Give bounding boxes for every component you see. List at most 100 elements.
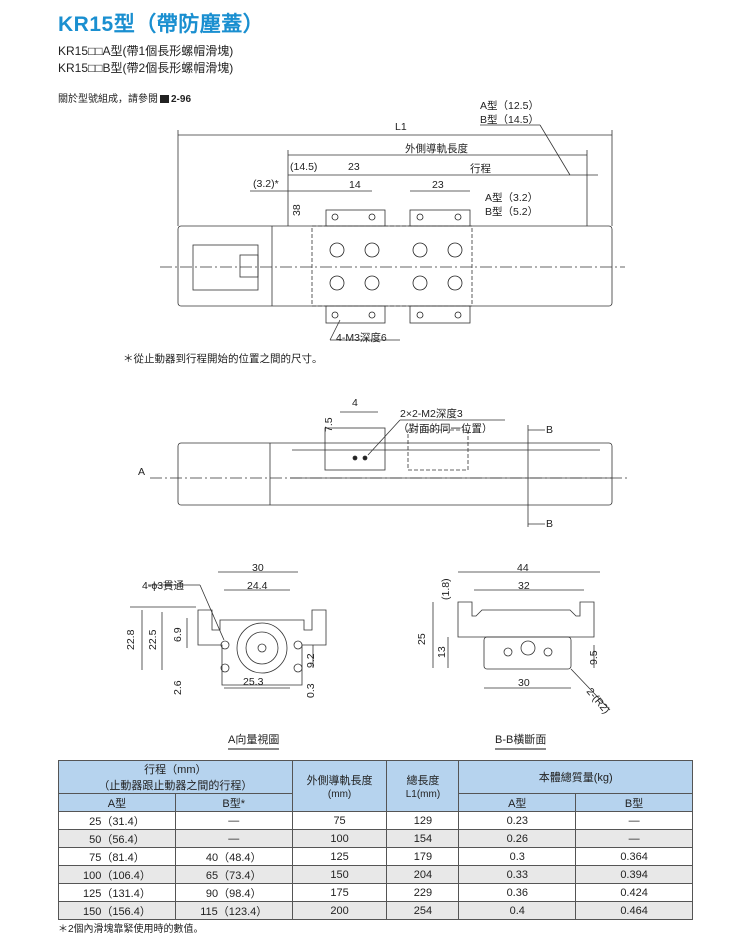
dim-23a: 23 xyxy=(348,161,360,173)
table-cell: 0.23 xyxy=(458,811,577,830)
dim-14-5: (14.5) xyxy=(290,161,318,173)
table-cell: 25（31.4） xyxy=(58,811,176,830)
a-dim-30: 30 xyxy=(252,562,264,574)
stroke-dim: 行程 xyxy=(470,163,491,175)
table-cell: 125（131.4） xyxy=(58,883,176,902)
table-cell: 50（56.4） xyxy=(58,829,176,848)
a-view-hole-label: 4-ϕ3貫通 xyxy=(142,580,185,592)
table-cell: — xyxy=(575,811,693,830)
dim-7-5: 7.5 xyxy=(323,417,335,432)
table-cell: 0.36 xyxy=(458,883,577,902)
a-dim-2-6: 2.6 xyxy=(172,680,184,695)
a-dim-22-5: 22.5 xyxy=(147,629,159,650)
bb-dim-13: 13 xyxy=(436,646,448,658)
table-cell: 75 xyxy=(291,811,388,830)
dim-38: 38 xyxy=(291,204,303,216)
a-dim-0-3: 0.3 xyxy=(305,683,317,698)
table-cell: — xyxy=(174,811,293,830)
side-view-drawing xyxy=(150,411,630,527)
header-stroke-a: A型 xyxy=(58,793,176,812)
table-cell: 150（156.4） xyxy=(58,901,176,920)
a-type-gap-dim: A型（3.2） xyxy=(485,192,539,204)
header-rail-length: 外側導軌長度(mm) xyxy=(291,760,388,812)
top-tap-label: 4-M3深度6 xyxy=(336,332,387,344)
table-cell: 75（81.4） xyxy=(58,847,176,866)
a-type-end-dim: A型（12.5） xyxy=(480,100,539,112)
header-mass-b: B型 xyxy=(575,793,693,812)
header-mass: 本體總質量(kg) xyxy=(458,760,693,794)
a-dim-9-2: 9.2 xyxy=(305,653,317,668)
bb-dim-44: 44 xyxy=(517,562,529,574)
b-type-end-dim: B型（14.5） xyxy=(480,114,539,126)
b-type-gap-dim: B型（5.2） xyxy=(485,206,539,218)
model-b-description: KR15□□B型(帶2個長形螺帽滑塊) xyxy=(58,61,234,75)
table-cell: 150 xyxy=(291,865,388,884)
table-cell: 125 xyxy=(291,847,388,866)
table-cell: 115（123.4） xyxy=(174,901,293,920)
bb-dim-1-8: (1.8) xyxy=(440,578,452,600)
header-stroke: 行程（mm）（止動器跟止動器之間的行程） xyxy=(58,760,293,794)
side-tap-note: （對面的同一位置） xyxy=(398,423,493,435)
top-view-drawing xyxy=(160,124,625,341)
header-mass-a: A型 xyxy=(458,793,577,812)
table-cell: 0.26 xyxy=(458,829,577,848)
table-cell: 0.33 xyxy=(458,865,577,884)
bb-section-caption: B-B橫斷面 xyxy=(495,731,547,750)
table-cell: 175 xyxy=(291,883,388,902)
dim-4: 4 xyxy=(352,397,358,409)
table-cell: 0.464 xyxy=(575,901,693,920)
side-tap-label: 2×2-M2深度3 xyxy=(400,408,463,420)
table-cell: 154 xyxy=(386,829,460,848)
a-dim-22-8: 22.8 xyxy=(125,629,137,650)
table-cell: 229 xyxy=(386,883,460,902)
page-title: KR15型（帶防塵蓋） xyxy=(58,13,265,36)
view-mark-a: A xyxy=(138,466,146,478)
model-a-description: KR15□□A型(帶1個長形螺帽滑塊) xyxy=(58,44,234,58)
table-cell: 65（73.4） xyxy=(174,865,293,884)
dim-3-2: (3.2)* xyxy=(253,178,279,190)
a-dim-24-4: 24.4 xyxy=(247,580,268,592)
table-cell: 90（98.4） xyxy=(174,883,293,902)
bb-dim-9-5: 9.5 xyxy=(588,650,600,665)
section-mark-top: B xyxy=(546,424,554,436)
table-cell: 200 xyxy=(291,901,388,920)
reference-text: 關於型號組成，請參閱 xyxy=(58,94,158,105)
table-cell: — xyxy=(575,829,693,848)
table-cell: 0.394 xyxy=(575,865,693,884)
table-cell: 179 xyxy=(386,847,460,866)
table-cell: 0.4 xyxy=(458,901,577,920)
bb-section-drawing xyxy=(432,571,611,711)
dim-23b: 23 xyxy=(432,179,444,191)
bb-dim-25: 25 xyxy=(416,633,428,645)
reference-note: 關於型號組成，請參閱 2-96 xyxy=(58,90,191,105)
table-cell: — xyxy=(174,829,293,848)
dim-14: 14 xyxy=(349,179,361,191)
table-cell: 254 xyxy=(386,901,460,920)
l1-dim: L1 xyxy=(395,121,407,133)
a-view-drawing xyxy=(130,571,327,689)
bb-dim-32: 32 xyxy=(518,580,530,592)
table-cell: 0.364 xyxy=(575,847,693,866)
reference-page-link[interactable]: 2-96 xyxy=(171,94,192,105)
table-cell: 204 xyxy=(386,865,460,884)
a-view-caption: A向量視圖 xyxy=(228,731,280,750)
table-cell: 129 xyxy=(386,811,460,830)
a-dim-6-9: 6.9 xyxy=(172,627,184,642)
table-cell: 100（106.4） xyxy=(58,865,176,884)
a-dim-25-3: 25.3 xyxy=(243,676,264,688)
table-cell: 100 xyxy=(291,829,388,848)
bb-dim-30: 30 xyxy=(518,677,530,689)
table-footnote: ＊2個內滑塊靠緊使用時的數值。 xyxy=(58,924,204,935)
section-mark-bottom: B xyxy=(546,518,554,530)
book-icon xyxy=(160,95,169,103)
table-cell: 0.3 xyxy=(458,847,577,866)
